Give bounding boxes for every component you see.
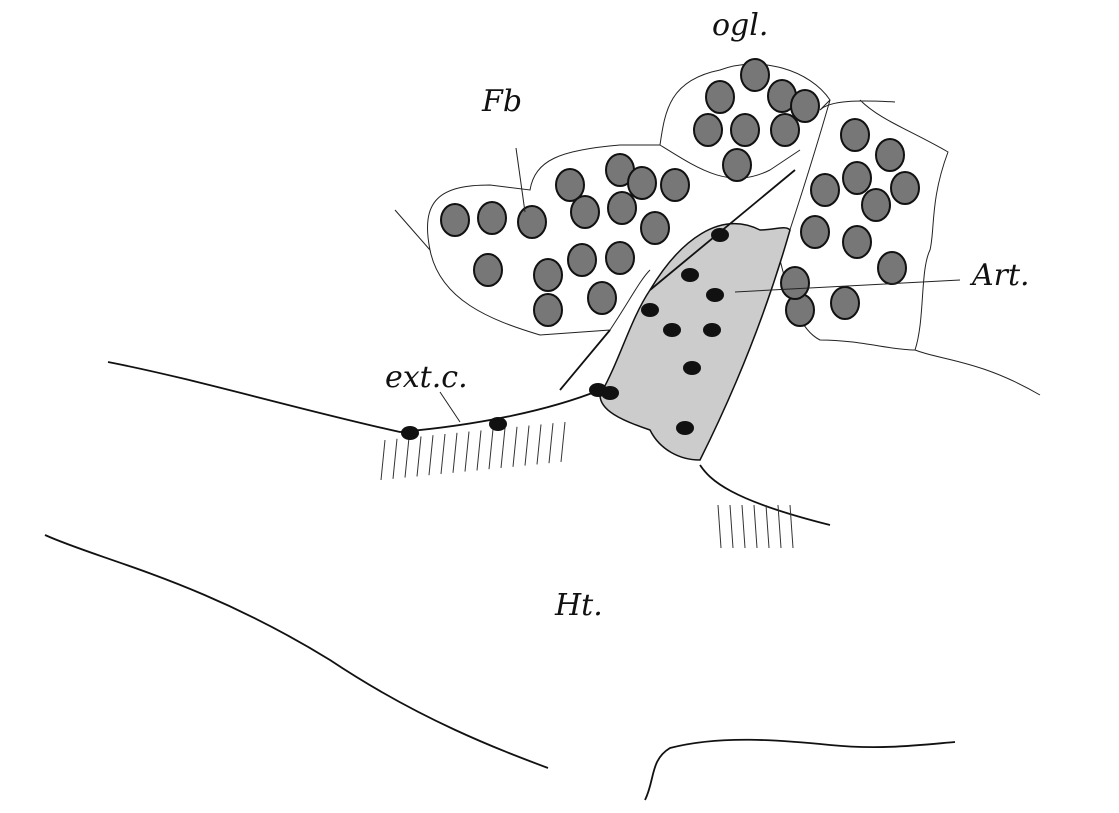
gland-nucleus: [875, 138, 905, 172]
cilium: [392, 438, 398, 479]
cilium: [488, 429, 494, 470]
label-ogl: ogl.: [712, 8, 769, 43]
gland-nucleus: [705, 80, 735, 114]
gland-nucleus: [740, 58, 770, 92]
endothelial-nucleus: [401, 426, 419, 440]
endothelial-nucleus: [711, 228, 729, 242]
gland-nucleus: [877, 251, 907, 285]
cilium: [753, 504, 758, 549]
gland-nucleus: [567, 243, 597, 277]
cilium: [428, 435, 434, 476]
endothelial-nucleus: [489, 417, 507, 431]
cilium: [476, 430, 482, 471]
cilium: [452, 432, 458, 473]
gland-nucleus: [840, 118, 870, 152]
cilium: [765, 504, 770, 549]
cilium: [524, 425, 530, 466]
label-ht: Ht.: [555, 588, 603, 623]
cilium: [380, 439, 386, 481]
cilium: [464, 431, 470, 472]
cilium: [548, 423, 554, 464]
endothelial-nucleus: [663, 323, 681, 337]
gland-nucleus: [570, 195, 600, 229]
cilium: [500, 427, 506, 469]
gland-nucleus: [790, 89, 820, 123]
gland-nucleus: [533, 258, 563, 292]
gland-nucleus: [605, 241, 635, 275]
gland-nucleus: [587, 281, 617, 315]
cilium: [416, 436, 422, 477]
endothelial-nucleus: [601, 386, 619, 400]
gland-nucleus: [810, 173, 840, 207]
label-art: Art.: [972, 258, 1030, 293]
gland-nucleus: [842, 161, 872, 195]
cilium: [717, 504, 722, 549]
gland-nucleus: [800, 215, 830, 249]
endothelial-nucleus: [676, 421, 694, 435]
gland-nucleus: [693, 113, 723, 147]
endothelial-nucleus: [683, 361, 701, 375]
gland-nucleus: [770, 113, 800, 147]
gland-nucleus: [660, 168, 690, 202]
cilium: [560, 421, 566, 463]
gland-nucleus: [627, 166, 657, 200]
gland-nucleus: [477, 201, 507, 235]
endothelial-nucleus: [641, 303, 659, 317]
gland-nucleus: [640, 211, 670, 245]
cilium: [512, 426, 518, 467]
cilium: [536, 424, 542, 465]
gland-nucleus: [780, 266, 810, 300]
gland-nucleus: [555, 168, 585, 202]
label-extc: ext.c.: [385, 360, 468, 395]
gland-nucleus: [440, 203, 470, 237]
cilium: [404, 437, 410, 478]
leader-lines: [439, 147, 961, 423]
cilium: [741, 504, 746, 549]
gland-nucleus: [730, 113, 760, 147]
gland-nucleus: [842, 225, 872, 259]
endothelial-nucleus: [703, 323, 721, 337]
cilium: [789, 504, 794, 549]
cell-nuclei: [401, 58, 920, 440]
cilium: [729, 504, 734, 549]
cilium: [777, 504, 782, 549]
gland-nucleus: [890, 171, 920, 205]
label-fb: Fb: [482, 84, 523, 119]
gland-nucleus: [830, 286, 860, 320]
gland-nucleus: [861, 188, 891, 222]
cilium: [440, 433, 446, 475]
cilia: [380, 421, 794, 549]
gland-nucleus: [517, 205, 547, 239]
endothelial-nucleus: [706, 288, 724, 302]
gland-nucleus: [722, 148, 752, 182]
gland-nucleus: [533, 293, 563, 327]
gland-nucleus: [607, 191, 637, 225]
endothelial-nucleus: [681, 268, 699, 282]
gland-nucleus: [473, 253, 503, 287]
